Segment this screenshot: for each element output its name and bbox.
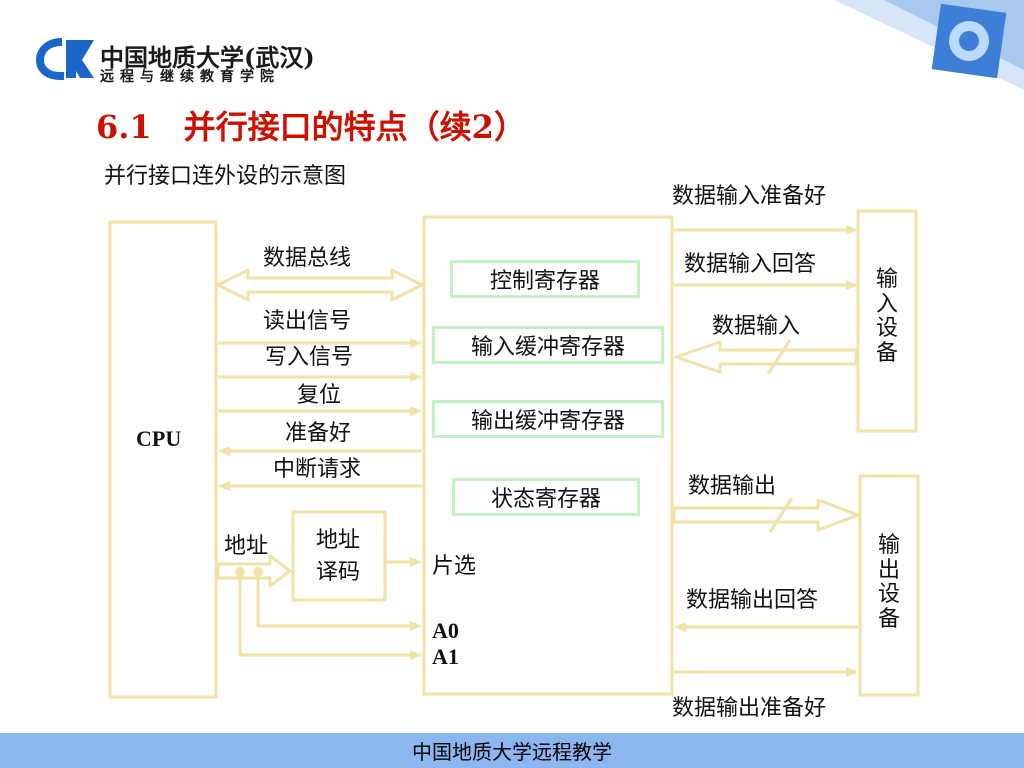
input-device-box [856,209,918,433]
status-register: 状态寄存器 [452,478,640,516]
ready-signal-label: 准备好 [285,421,352,446]
input-device-label: 输 入 设 备 [875,267,898,366]
cpu-label: CPU [136,426,182,451]
interrupt-signal-label: 中断请求 [273,457,362,482]
output-ready-label: 数据输出准备好 [672,696,827,721]
output-buffer-register: 输出缓冲寄存器 [432,400,664,438]
address-label: 地址 [224,534,269,559]
chip-select-label: 片选 [432,554,477,579]
logo-university-name: 中国地质大学(武汉) [100,43,315,72]
write-signal-label: 写入信号 [265,345,354,370]
data-output-label: 数据输出 [688,474,777,499]
footer-text: 中国地质大学远程教学 [412,740,612,764]
data-input-arrow [674,340,858,374]
output-device-label: 输 出 设 备 [877,533,900,632]
a1-line [238,572,422,660]
read-signal-label: 读出信号 [263,309,352,334]
address-decoder-box [291,510,387,602]
data-bus-arrow [216,268,424,302]
university-logo-icon [36,38,94,80]
diagram-subtitle: 并行接口连外设的示意图 [104,164,347,189]
cpu-box [108,220,218,699]
footer-bar: 中国地质大学远程教学 [0,733,1024,768]
control-register: 控制寄存器 [450,260,640,298]
corner-decoration [834,0,1024,90]
output-device-box [858,474,920,697]
data-bus-label: 数据总线 [263,246,352,271]
slide-title: 6.1 并行接口的特点（续2） [96,108,526,146]
a1-label: A1 [432,644,459,669]
data-output-arrow [672,498,860,532]
input-ack-label: 数据输入回答 [684,252,817,277]
input-ready-label: 数据输入准备好 [672,184,827,209]
logo-college-name: 远程与继续教育学院 [100,69,280,85]
decoder-label-line2: 译码 [316,560,361,585]
decoder-label-line1: 地址 [316,528,361,553]
a0-line [256,572,422,631]
a0-label: A0 [432,618,459,643]
data-input-label: 数据输入 [712,314,801,339]
input-buffer-register: 输入缓冲寄存器 [432,326,664,364]
output-ack-label: 数据输出回答 [686,588,819,613]
reset-signal-label: 复位 [297,383,342,408]
